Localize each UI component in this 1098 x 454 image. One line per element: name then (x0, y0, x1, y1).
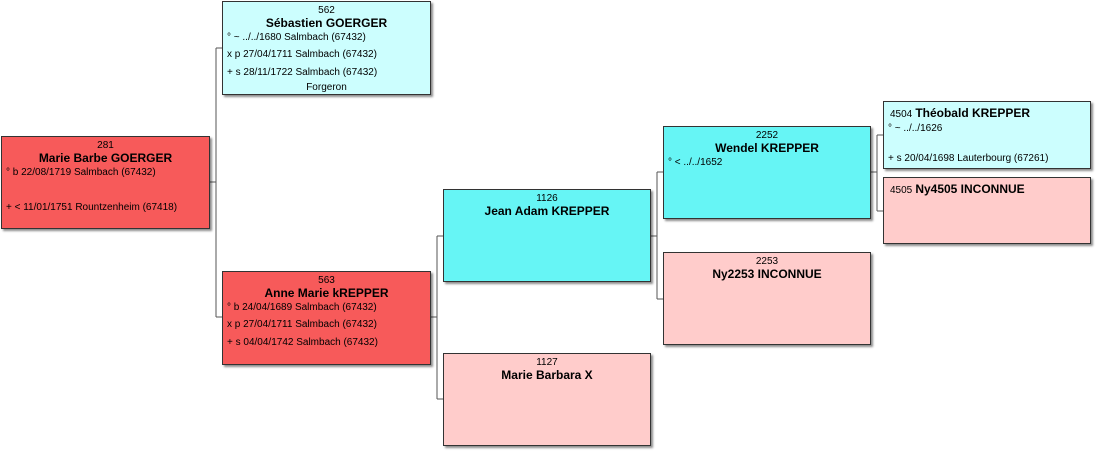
birth-event: ° < ../../1652 (668, 157, 723, 168)
birth-event: ° ~ ../../1626 (888, 123, 943, 134)
person-card-1126[interactable]: 1126 Jean Adam KREPPER (443, 189, 651, 282)
death-event: + s 04/04/1742 Salmbach (67432) (227, 337, 378, 348)
birth-event: ° b 24/04/1689 Salmbach (67432) (227, 302, 377, 313)
person-header: 4504 Théobald KREPPER (890, 107, 1030, 121)
person-name: Sébastien GOERGER (265, 16, 388, 30)
person-card-4504[interactable]: 4504 Théobald KREPPER ° ~ ../../1626 + s… (883, 101, 1091, 169)
death-event: + s 28/11/1722 Salmbach (67432) (227, 67, 378, 78)
person-name: Théobald KREPPER (915, 106, 1030, 120)
person-card-281[interactable]: 281 Marie Barbe GOERGER ° b 22/08/1719 S… (1, 136, 210, 229)
person-card-2253[interactable]: 2253 Ny2253 INCONNUE (663, 252, 871, 345)
birth-event: ° ~ ../../1680 Salmbach (67432) (227, 32, 366, 43)
person-name: Marie Barbara X (501, 368, 593, 382)
sosa-number: 1127 (536, 357, 558, 368)
person-card-2252[interactable]: 2252 Wendel KREPPER ° < ../../1652 (663, 126, 871, 219)
person-name: Jean Adam KREPPER (484, 204, 610, 218)
sosa-number: 2252 (755, 130, 779, 141)
sosa-number: 281 (97, 140, 114, 151)
marriage-event: x p 27/04/1711 Salmbach (67432) (227, 49, 377, 60)
occupation: Forgeron (306, 82, 347, 93)
sosa-number: 563 (318, 275, 335, 286)
marriage-event: x p 27/04/1711 Salmbach (67432) (227, 319, 377, 330)
death-event: + < 11/01/1751 Rountzenheim (67418) (6, 202, 178, 213)
person-name: Ny4505 INCONNUE (915, 182, 1025, 196)
person-card-4505[interactable]: 4505 Ny4505 INCONNUE (883, 177, 1091, 244)
person-card-562[interactable]: 562 Sébastien GOERGER ° ~ ../../1680 Sal… (222, 1, 431, 95)
person-name: Marie Barbe GOERGER (38, 151, 173, 165)
sosa-number: 4504 (890, 109, 913, 120)
person-header: 4505 Ny4505 INCONNUE (890, 183, 1025, 197)
person-name: Anne Marie kREPPER (264, 286, 389, 300)
person-name: Ny2253 INCONNUE (712, 267, 822, 281)
sosa-number: 2253 (755, 256, 779, 267)
sosa-number: 4505 (890, 185, 913, 196)
death-event: + s 20/04/1698 Lauterbourg (67261) (888, 153, 1049, 164)
person-card-563[interactable]: 563 Anne Marie kREPPER ° b 24/04/1689 Sa… (222, 271, 431, 365)
person-name: Wendel KREPPER (715, 141, 819, 155)
birth-event: ° b 22/08/1719 Salmbach (67432) (6, 167, 156, 178)
sosa-number: 1126 (536, 193, 558, 204)
sosa-number: 562 (318, 5, 335, 16)
person-card-1127[interactable]: 1127 Marie Barbara X (443, 353, 651, 446)
